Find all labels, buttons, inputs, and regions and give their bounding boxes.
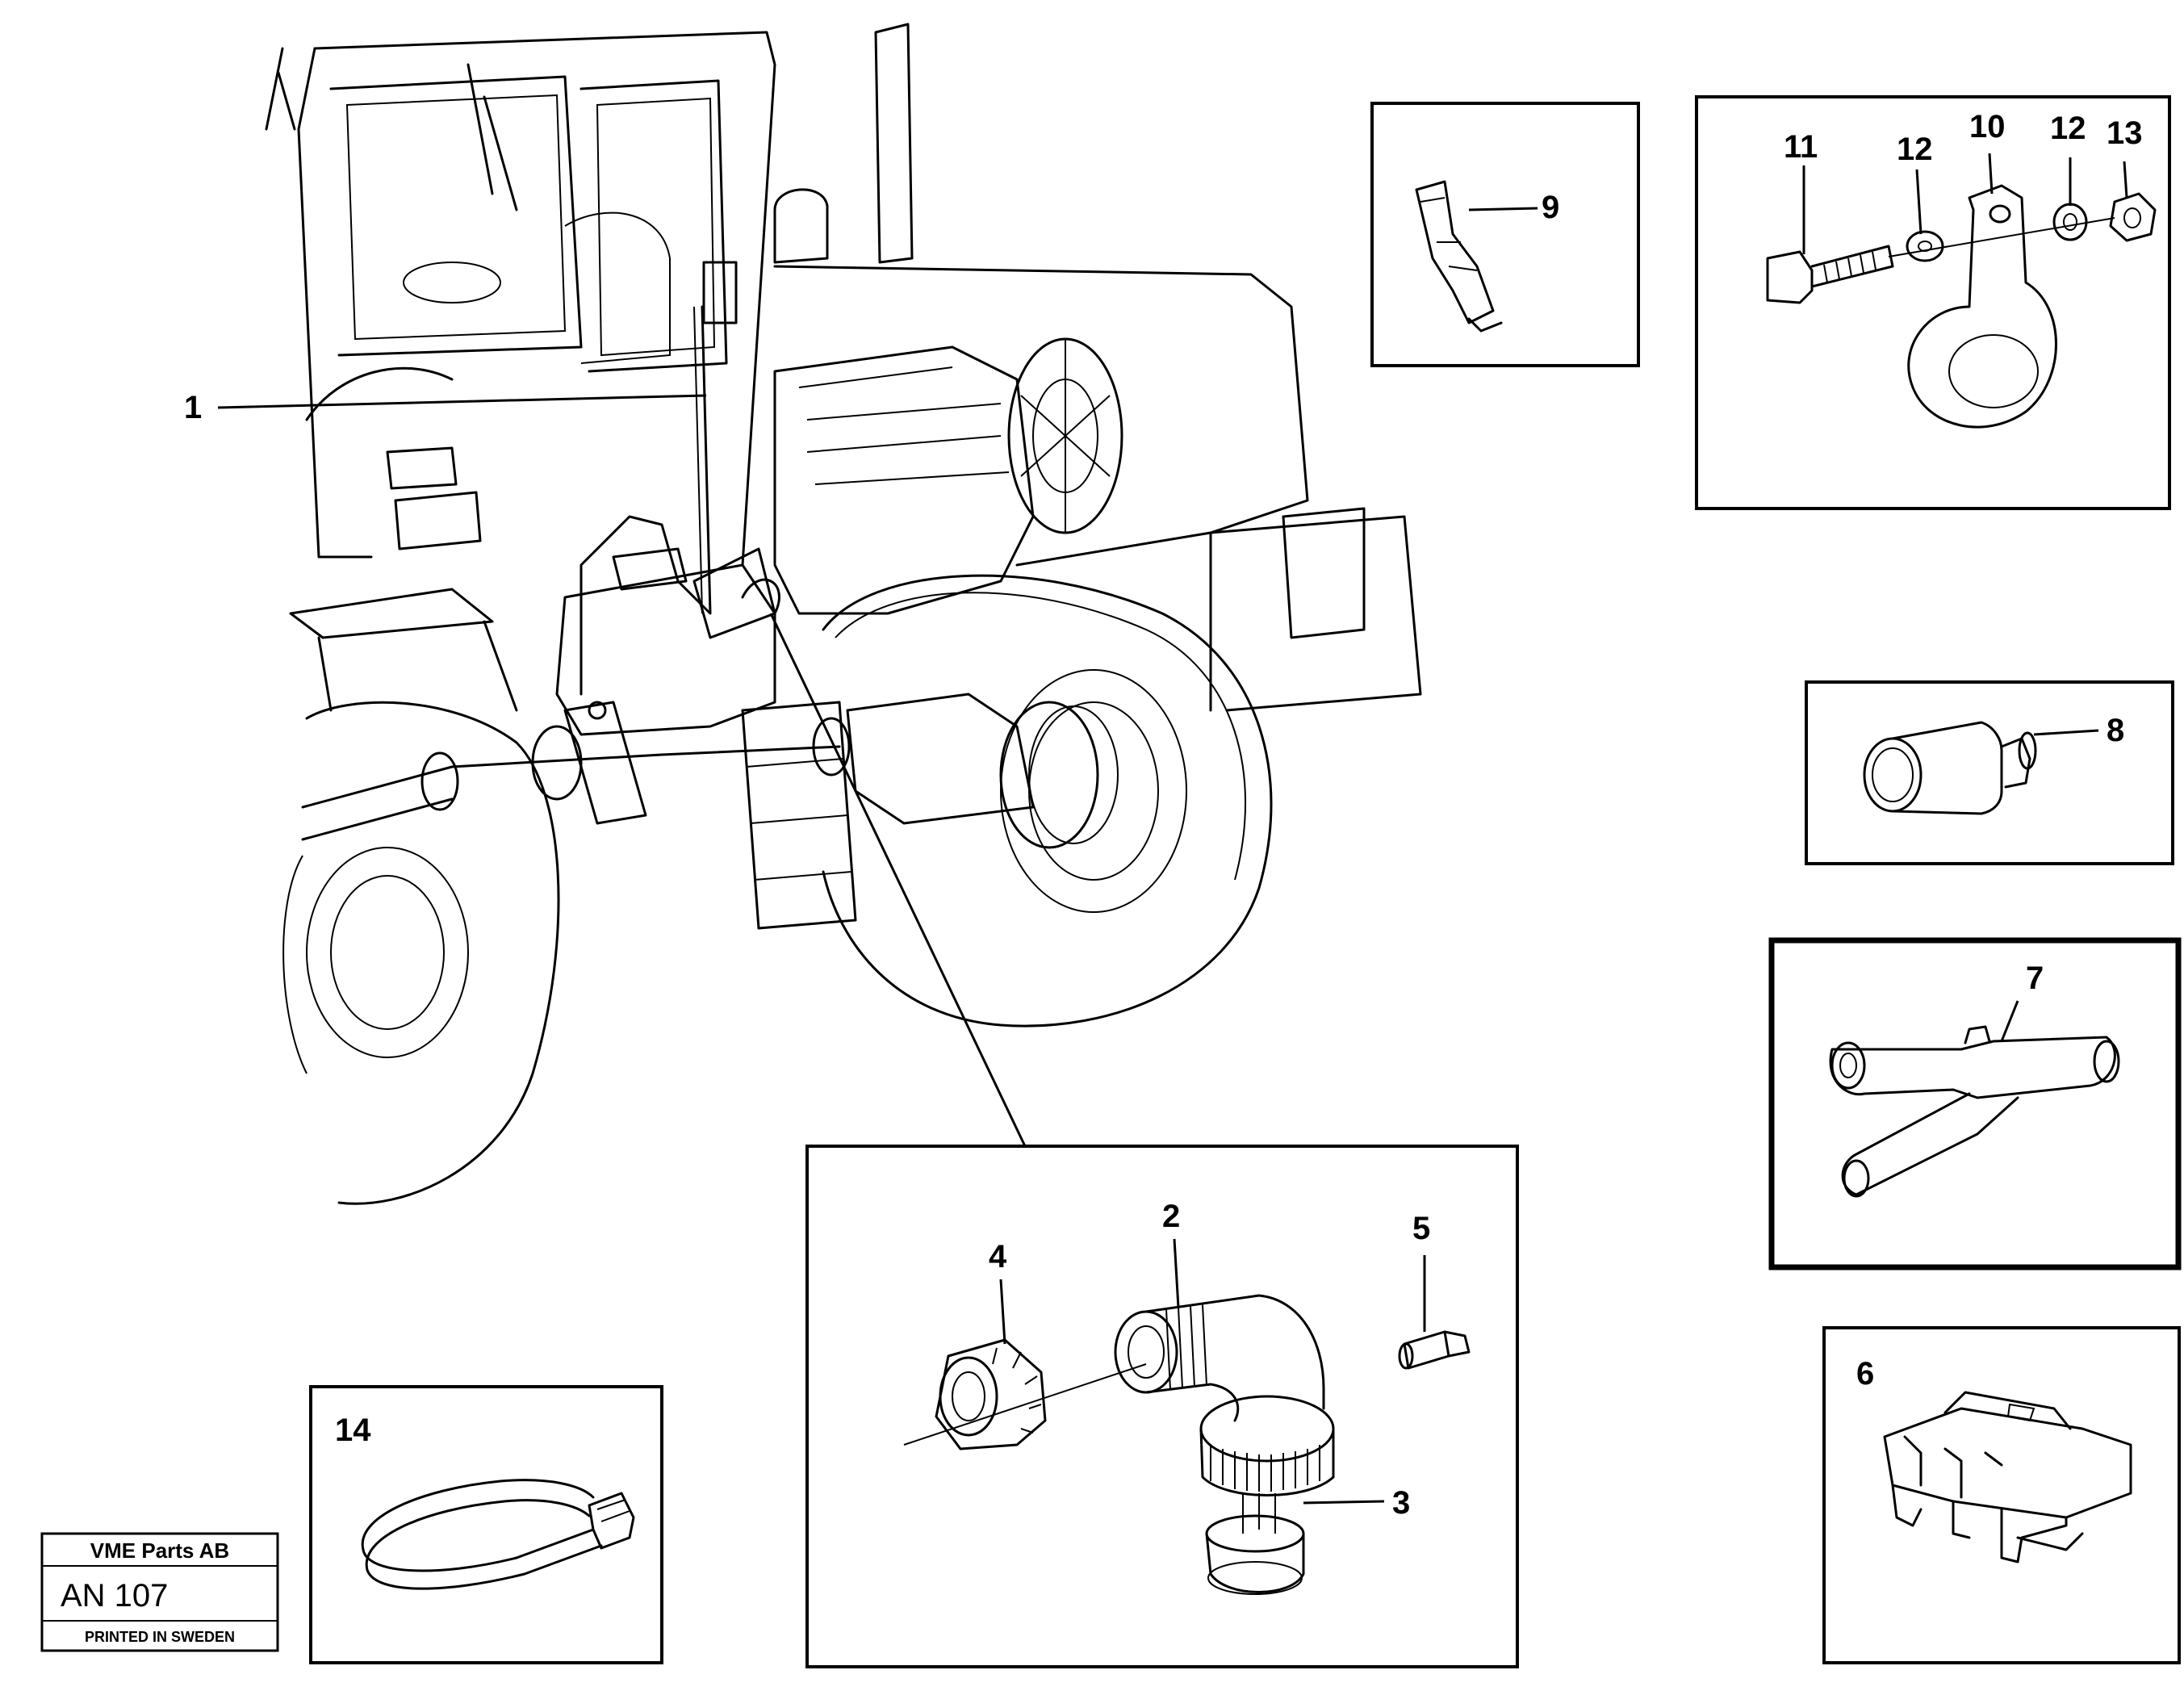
boot-part-8: [1863, 721, 2037, 815]
bolt-part-11: [1766, 245, 1894, 304]
stamp-printed: PRINTED IN SWEDEN: [85, 1629, 235, 1645]
inset-parts-10-13: 11 12 10 12 13: [1695, 95, 2171, 510]
inset-part-14: 14: [309, 1385, 663, 1664]
callout-11-label: 11: [1784, 129, 1818, 165]
callout-5-label: 5: [1412, 1211, 1430, 1246]
callout-3-label: 3: [1392, 1485, 1410, 1521]
inset-part-6: 6: [1822, 1326, 2181, 1664]
inset-parts-2-5: 4 2 5 3: [805, 1145, 1519, 1668]
callout-2-label: 2: [1162, 1199, 1180, 1234]
inset-part-9: 9: [1370, 102, 1640, 367]
callout-1-label: 1: [184, 390, 202, 425]
terminal-part-9: [1415, 180, 1503, 333]
y-piece-part-7: [1829, 1025, 2120, 1198]
callout-10-label: 10: [1969, 109, 2006, 144]
callout-7-label: 7: [2026, 961, 2044, 996]
terminal-part-5: [1398, 1330, 1471, 1370]
cable-tie-part-14: [361, 1479, 635, 1590]
clamp-part-10: [1907, 184, 2057, 429]
callout-1: 1: [184, 390, 707, 425]
callout-4-label: 4: [989, 1239, 1007, 1275]
stamp-company: VME Parts AB: [90, 1538, 229, 1563]
stamp-code: AN 107: [61, 1578, 168, 1614]
connector-part-6: [1883, 1391, 2132, 1563]
callout-9-label: 9: [1542, 190, 1559, 225]
callout-12-label: 12: [1897, 132, 1933, 167]
nut-part-4: [935, 1338, 1047, 1450]
inset-part-7: 7: [1768, 937, 2182, 1270]
elbow-part-2: [1114, 1294, 1335, 1496]
inset-leader-line: [769, 613, 1027, 1147]
wheel-loader-drawing: [265, 23, 1422, 1205]
callout-14-label: 14: [335, 1413, 371, 1448]
inset-part-8: 8: [1805, 680, 2174, 865]
callout-12b-label: 12: [2050, 111, 2086, 146]
sensor-part-3: [1205, 1493, 1305, 1595]
publisher-stamp: VME Parts AB AN 107 PRINTED IN SWEDEN: [40, 1532, 279, 1652]
callout-13-label: 13: [2107, 115, 2143, 151]
callout-8-label: 8: [2107, 713, 2124, 748]
callout-6-label: 6: [1856, 1356, 1874, 1392]
